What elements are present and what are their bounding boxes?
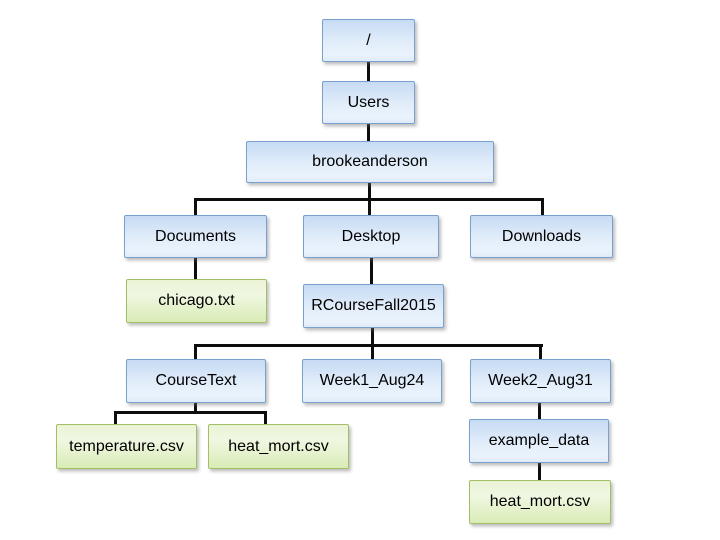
node-documents-directory: Documents	[124, 215, 267, 258]
node-heat-mort-csv-file-2: heat_mort.csv	[469, 480, 611, 524]
node-desktop-directory: Desktop	[303, 215, 439, 258]
connector-root-users	[367, 60, 370, 83]
connector-users-brookeanderson	[367, 122, 370, 143]
connector-stub-downloads	[541, 200, 544, 216]
connector-week2-example-data	[538, 401, 541, 420]
connector-rcoursefall2015-week1	[371, 326, 374, 360]
node-rcoursefall2015-directory: RCourseFall2015	[303, 284, 444, 328]
connector-rcoursefall2015-children-hline	[194, 344, 543, 347]
node-temperature-csv-file: temperature.csv	[56, 424, 197, 469]
connector-stub-documents	[194, 200, 197, 216]
node-chicago-txt-file: chicago.txt	[126, 279, 267, 323]
connector-example-data-heat-mort-2	[538, 461, 541, 481]
node-downloads-directory: Downloads	[470, 215, 613, 258]
node-users-directory: Users	[322, 81, 415, 124]
connector-documents-chicago	[194, 256, 197, 280]
connector-coursetext-elbow	[194, 401, 197, 414]
connector-stub-heat-mort-1	[264, 413, 267, 425]
node-brookeanderson-directory: brookeanderson	[246, 141, 494, 183]
node-example-data-directory: example_data	[469, 419, 609, 463]
node-coursetext-directory: CourseText	[126, 359, 266, 403]
node-week1-aug24-directory: Week1_Aug24	[302, 359, 442, 403]
node-heat-mort-csv-file-1: heat_mort.csv	[208, 424, 349, 469]
connector-desktop-rcoursefall2015	[370, 256, 373, 285]
node-week2-aug31-directory: Week2_Aug31	[470, 359, 611, 403]
connector-brookeanderson-children-hline	[194, 198, 544, 201]
connector-stub-coursetext	[194, 346, 197, 360]
node-root-directory: /	[322, 19, 415, 62]
connector-coursetext-children-hline	[114, 411, 267, 414]
connector-stub-week2	[539, 346, 542, 360]
connector-stub-temperature	[114, 413, 117, 425]
